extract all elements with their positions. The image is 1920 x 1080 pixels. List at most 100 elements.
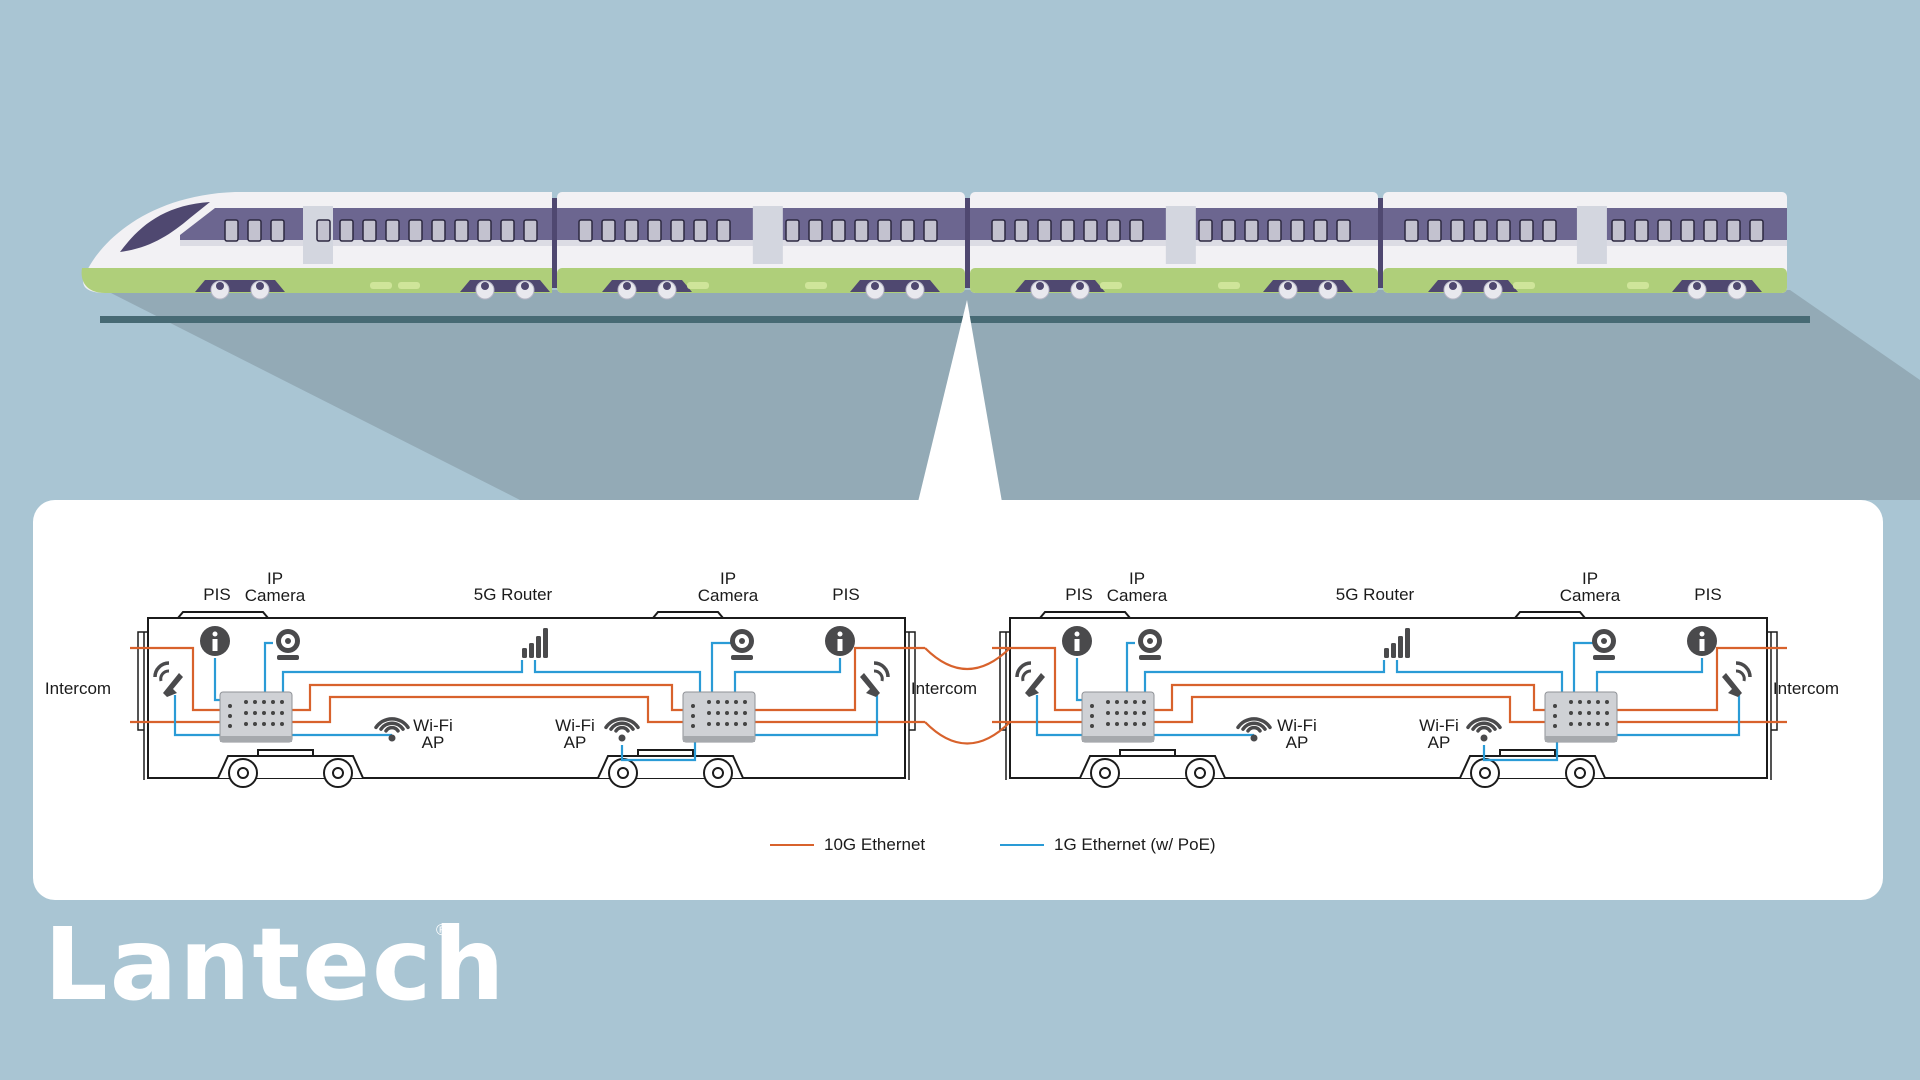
label-line: Wi-Fi [555,716,595,735]
car-window [454,219,469,242]
info-icon [1687,626,1717,656]
info-icon-bar [837,639,843,651]
phone-wave [153,661,170,678]
car-window [1129,219,1144,242]
car-vent [398,282,420,289]
wheel-hub [1324,282,1332,290]
wheel-hub [712,767,724,779]
line-1g [1035,695,1082,737]
signal-bar [536,636,541,658]
car-window [1060,219,1075,242]
wheel-hub [617,767,629,779]
phone-icon [153,661,183,697]
wifi-dot [1250,734,1258,742]
switch-port [725,722,729,726]
car-window [1703,219,1718,242]
car-vent [1100,282,1122,289]
car-window [1404,219,1419,242]
switch-port [244,711,248,715]
line-10g [292,683,683,712]
switch-port [734,711,738,715]
train-car [557,192,970,300]
switch-port [1124,722,1128,726]
car-window [247,219,262,242]
train-shadow [105,290,1920,500]
line-1g [281,660,524,692]
switch-port [691,714,695,718]
car-window [1198,219,1213,242]
signal-bar [1405,628,1410,658]
car-window [854,219,869,242]
car-window [362,219,377,242]
wifi-arc [379,721,405,731]
wheel-hub [1284,282,1292,290]
wheel-hub [216,282,224,290]
switch-port [1106,700,1110,704]
car-gangway [552,198,557,288]
car-window [693,219,708,242]
switch-port [1553,714,1557,718]
switch-port [1115,722,1119,726]
line-10g [755,646,925,712]
label-line: Camera [1106,586,1168,605]
wheel-hub [237,767,249,779]
car-window [1749,219,1764,242]
bogie [1079,749,1226,788]
bogie [850,280,940,300]
car-window [1336,219,1351,242]
line-1g [533,660,702,692]
camera-icon-lens [285,638,291,644]
phone-handset [1025,673,1045,697]
switch-port [1115,711,1119,715]
info-icon-dot [212,631,218,637]
car-body-outline [147,617,906,779]
switch-port [1569,711,1573,715]
switch-port [1090,704,1094,708]
switch-port [1124,711,1128,715]
info-icon [1062,626,1092,656]
label-line: IP [719,569,737,588]
line-10g [130,646,220,712]
car-vent [1218,282,1240,289]
label-camera-b1: IP Camera [1107,570,1167,604]
bogie-bolster [1119,749,1176,757]
car-window [1473,219,1488,242]
label-wifi-a1: Wi-Fi AP [413,717,453,751]
camera-icon-base [1593,655,1615,660]
line-1g [1075,658,1082,702]
bogie-bolster [637,749,694,757]
line-1g [1617,695,1741,737]
switch-port [271,700,275,704]
switch-base [683,736,755,742]
label-intercom-coupling: Intercom [910,679,978,698]
car-window [270,219,285,242]
switch-port [228,724,232,728]
label-camera-a1: IP Camera [245,570,305,604]
bogie [597,749,744,788]
switch-base [1082,736,1154,742]
wheel-hub [623,282,631,290]
label-router-b: 5G Router [1335,585,1415,604]
bogie [217,749,364,788]
camera-icon-lens [1147,638,1153,644]
switch-port [716,711,720,715]
car-vent [805,282,827,289]
switch-port [1605,711,1609,715]
wheel-hub [1194,767,1206,779]
label-wifi-b2: Wi-Fi AP [1419,717,1459,751]
car-window [1680,219,1695,242]
registered-mark: ® [436,922,448,939]
ethernet-switch-icon [1081,691,1155,743]
switch-port [280,700,284,704]
wifi-arc [374,717,410,730]
bogie-bolster [257,749,314,757]
wheel-hub [1449,282,1457,290]
switch-port [1142,700,1146,704]
switch-port [1133,722,1137,726]
switch-port [743,700,747,704]
switch-port [262,711,266,715]
car-window [624,219,639,242]
signal-bar [522,648,527,658]
car-window [1244,219,1259,242]
